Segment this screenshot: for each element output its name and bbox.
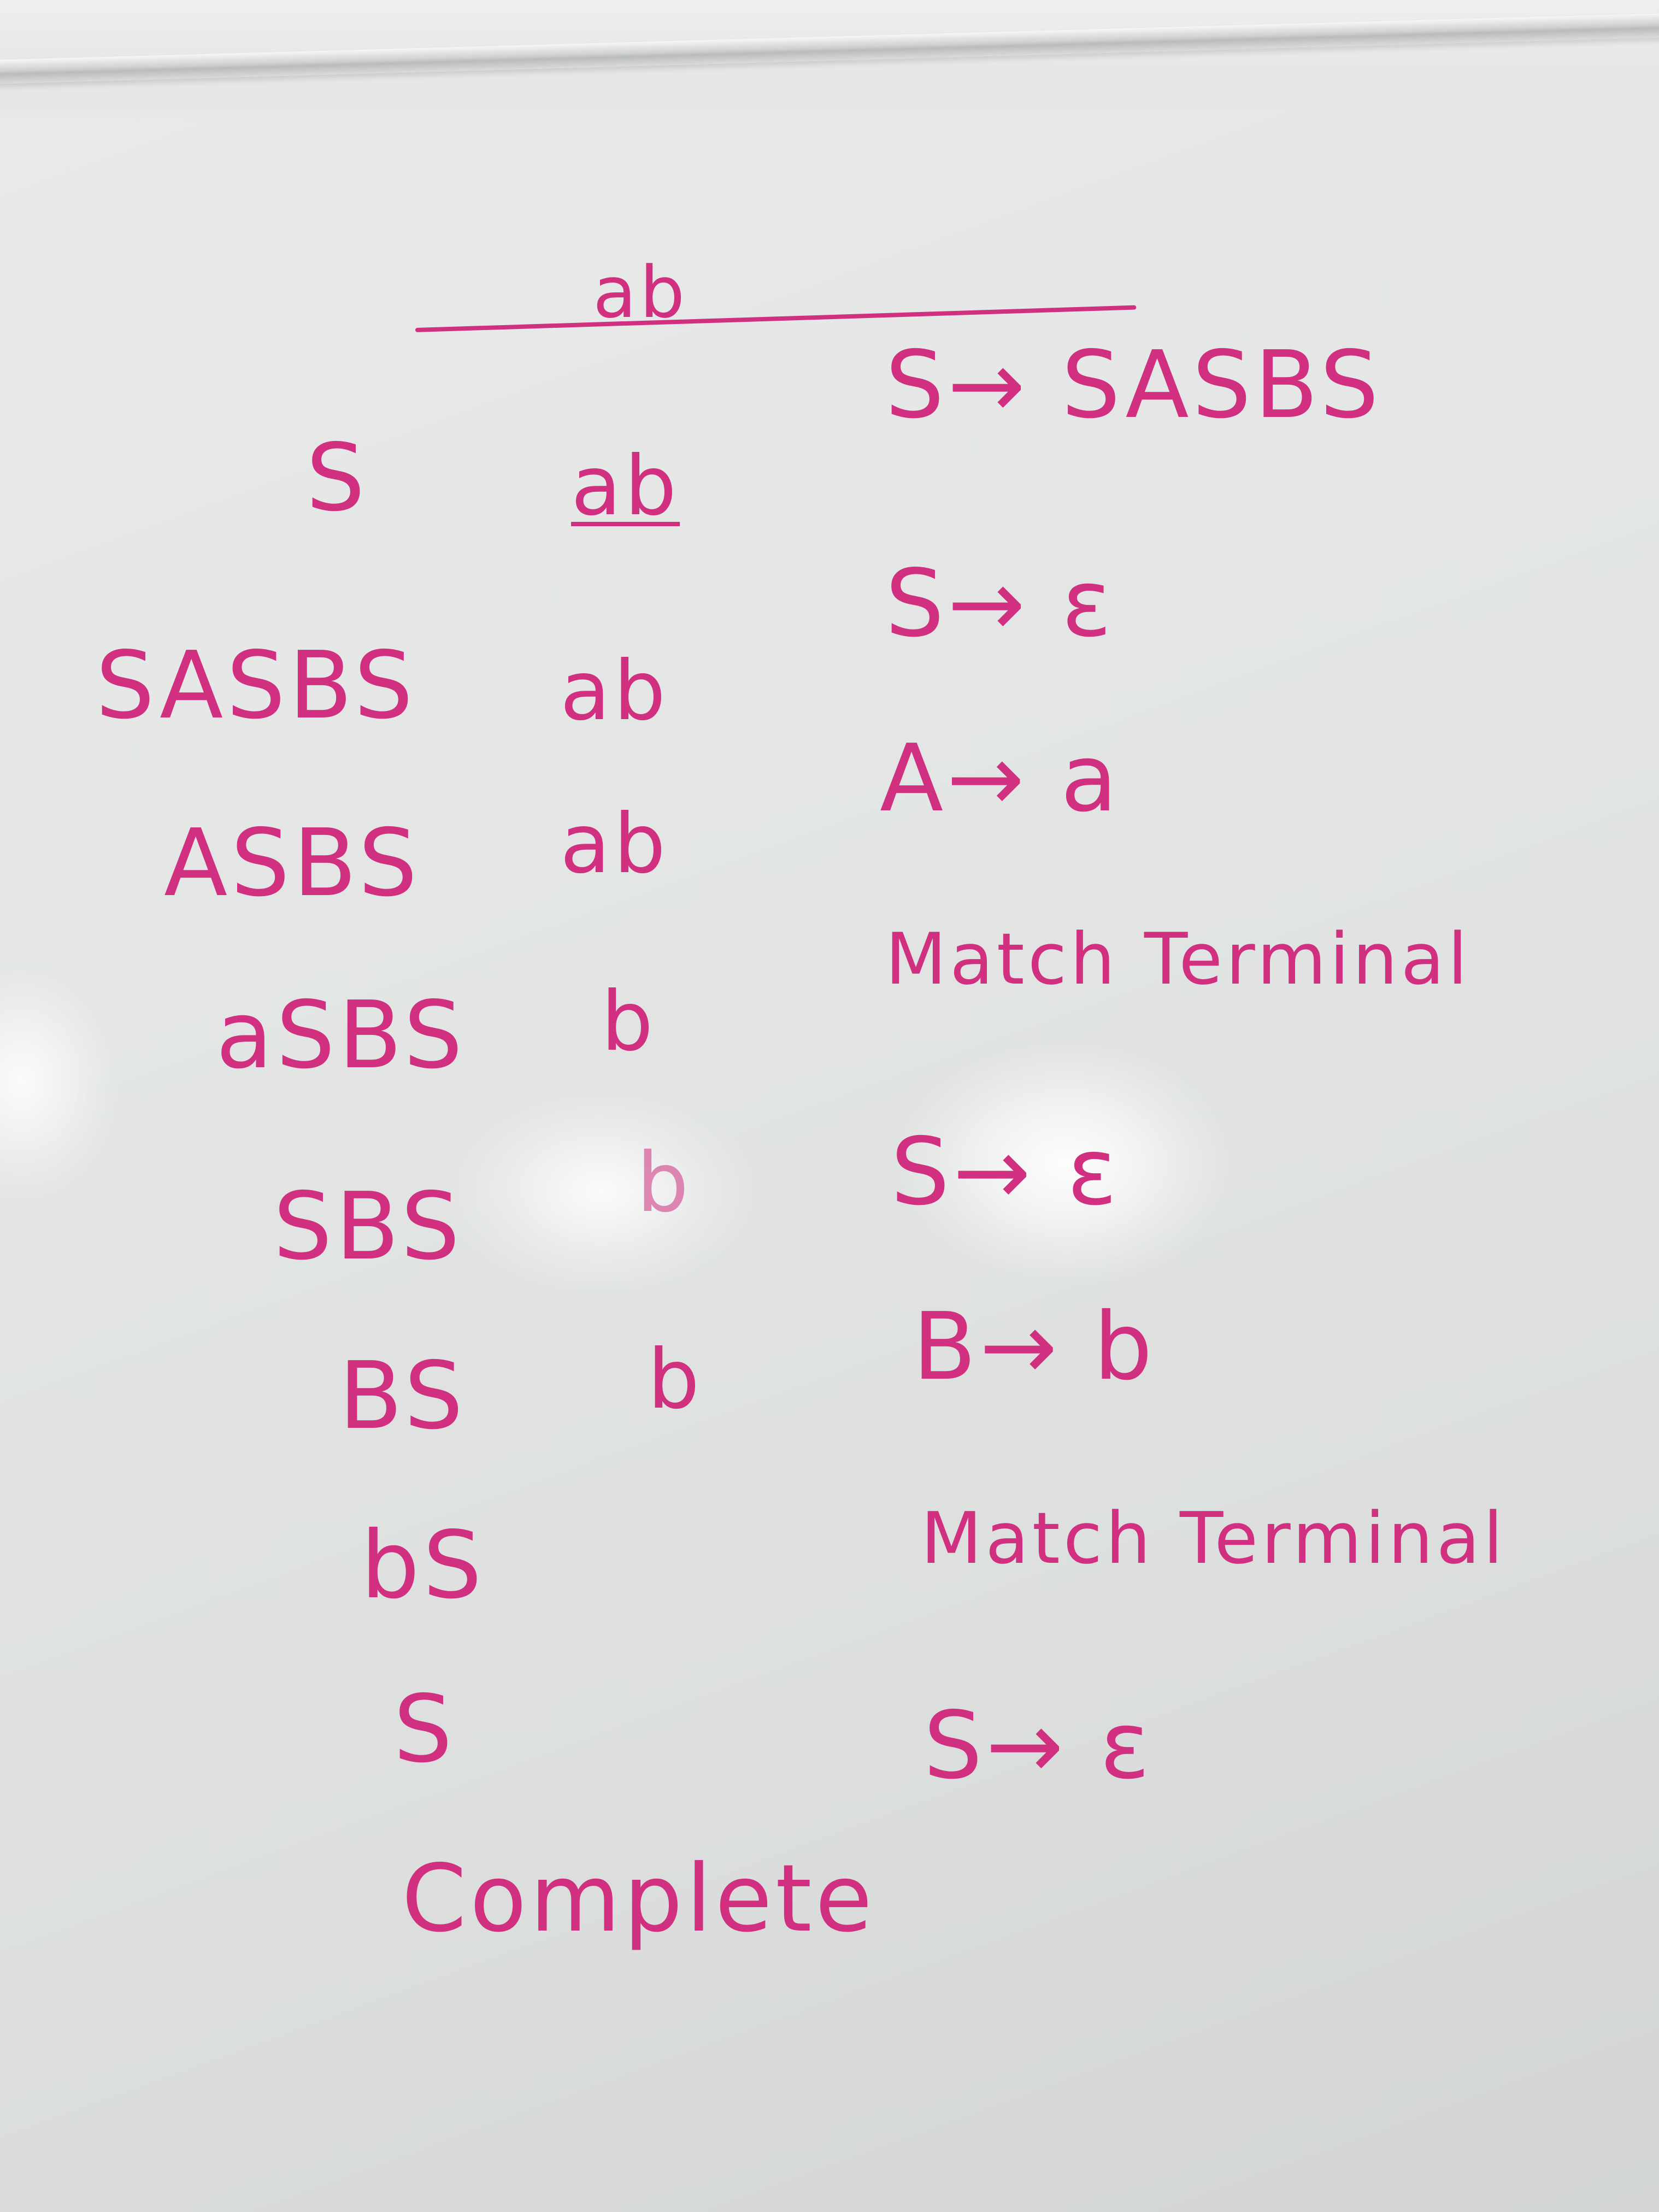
input-5: b (648, 1332, 703, 1427)
stack-5: BS (339, 1342, 467, 1450)
header-input: ab (593, 251, 689, 334)
action-1: S→ ε (885, 550, 1115, 658)
header-rule (415, 305, 1137, 332)
input-3: b (601, 974, 657, 1069)
stack-1: SASBS (96, 632, 416, 740)
input-2: ab (560, 797, 669, 892)
stack-6: bS (361, 1511, 485, 1620)
action-0: S→ SASBS (885, 331, 1382, 439)
action-7: S→ ε (923, 1692, 1154, 1800)
stack-8: Complete (402, 1845, 876, 1953)
action-2: A→ a (880, 725, 1121, 833)
stack-4: SBS (273, 1173, 463, 1281)
stack-3: aSBS (216, 981, 466, 1090)
action-6: Match Terminal (921, 1497, 1507, 1580)
stack-2: ASBS (164, 809, 421, 917)
input-1: ab (560, 644, 669, 739)
action-5: B→ b (913, 1293, 1156, 1401)
action-3: Match Terminal (885, 917, 1471, 1001)
stack-7: S (393, 1675, 456, 1784)
action-4: S→ ε (891, 1118, 1121, 1226)
whiteboard (0, 109, 1659, 2212)
stack-0: S (306, 424, 368, 532)
input-0: ab (571, 439, 680, 534)
input-4: b (637, 1136, 692, 1231)
